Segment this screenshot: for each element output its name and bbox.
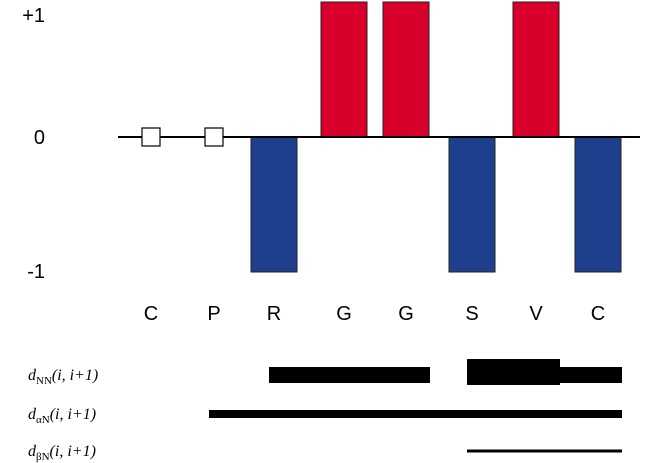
bar-6-s	[448, 136, 496, 273]
connectivity-bar-1-3	[531, 367, 622, 383]
y-tick-label-minus1: -1	[27, 261, 45, 283]
category-label-1: C	[144, 303, 158, 325]
category-label-8: C	[591, 303, 605, 325]
zero-marker-2-p	[204, 127, 224, 147]
connectivity-bar-3-1	[467, 449, 622, 453]
bar-5-g	[382, 1, 430, 138]
y-tick-label-plus1: +1	[22, 5, 45, 27]
zero-marker-layer	[141, 127, 224, 147]
category-label-7: V	[529, 303, 543, 325]
connectivity-bar-1-1	[269, 367, 430, 383]
category-label-6: S	[465, 303, 478, 325]
connectivity-label-3: dβN(i, i+1)	[28, 443, 96, 463]
connectivity-layer: dNN(i, i+1) dαN(i, i+1) dβN(i, i+1)	[28, 359, 622, 463]
bar-3-r	[250, 136, 298, 273]
category-label-4: G	[336, 303, 352, 325]
category-label-5: G	[398, 303, 414, 325]
category-label-3: R	[267, 303, 281, 325]
connectivity-bar-2-1	[209, 410, 622, 418]
zero-marker-1-c	[141, 127, 161, 147]
y-tick-label-zero: 0	[34, 127, 45, 149]
category-label-2: P	[207, 303, 220, 325]
bar-7-v	[512, 1, 560, 138]
bar-4-g	[320, 1, 368, 138]
connectivity-label-2: dαN(i, i+1)	[28, 406, 96, 426]
bar-8-c	[574, 136, 622, 273]
bar-layer	[250, 1, 622, 273]
y-tick-labels: +1 0 -1	[22, 5, 45, 283]
connectivity-label-1: dNN(i, i+1)	[28, 367, 98, 387]
